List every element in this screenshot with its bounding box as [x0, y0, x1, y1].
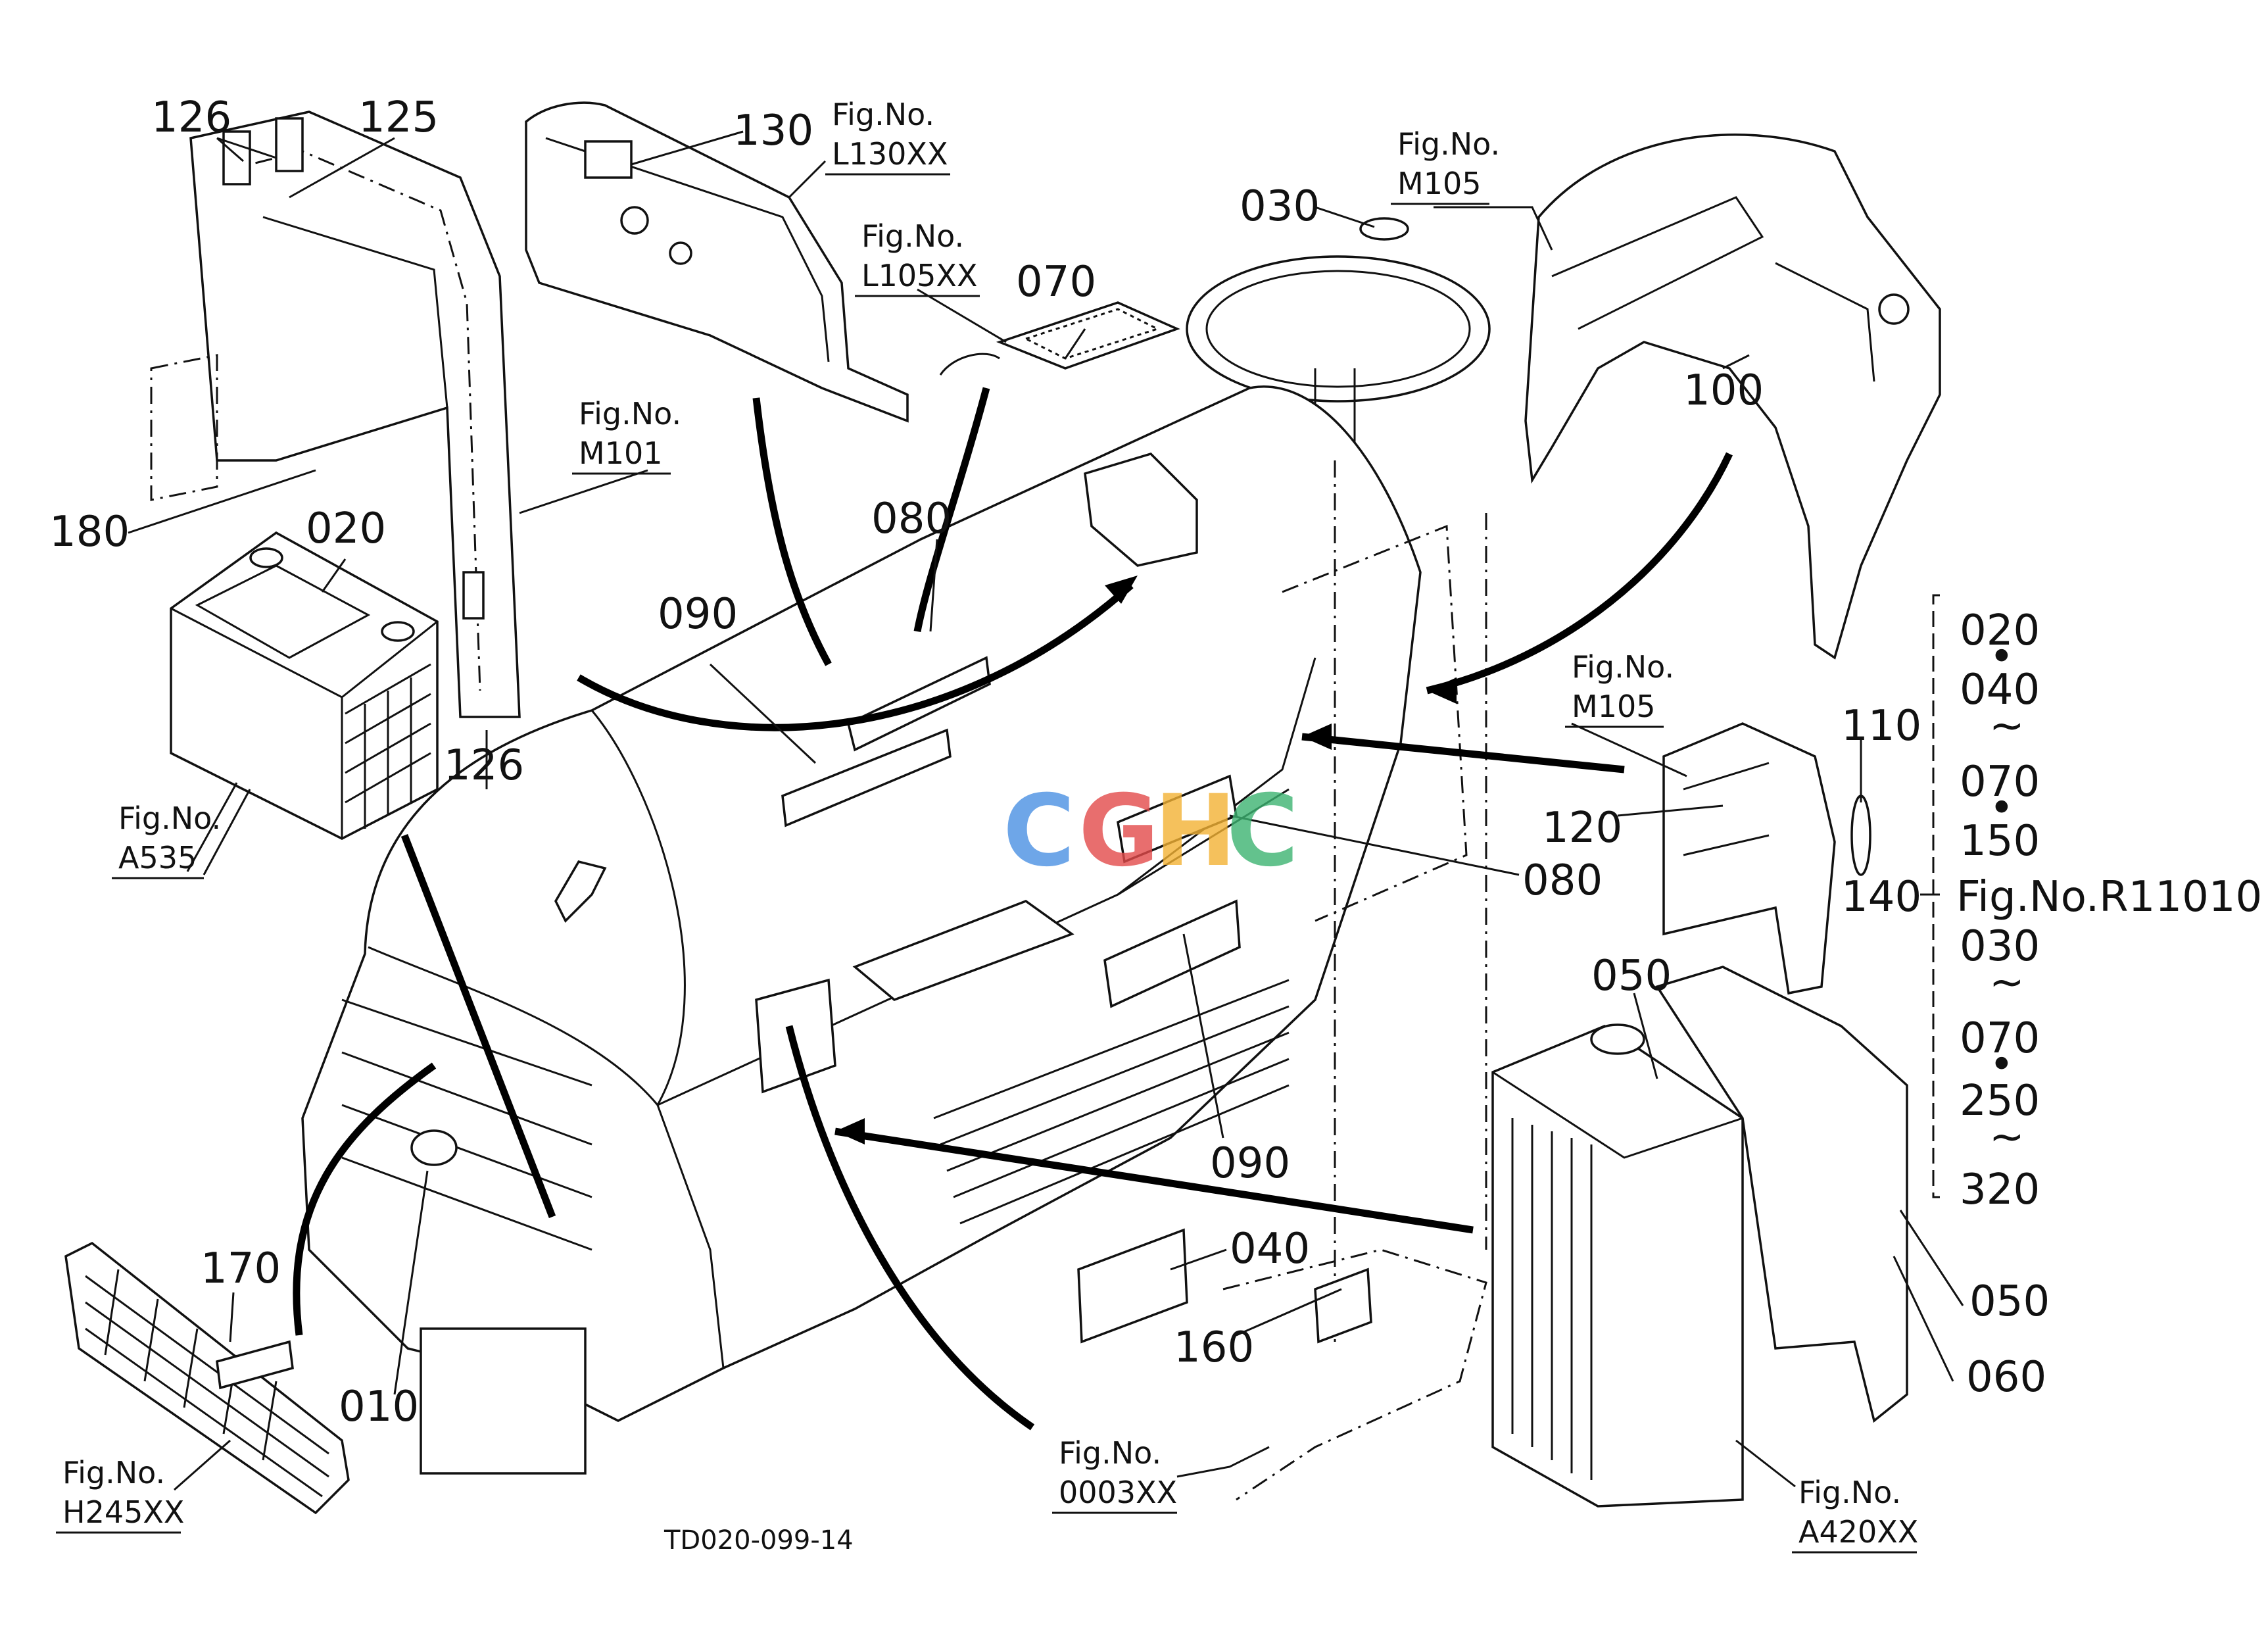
svg-text:L130XX: L130XX [832, 136, 948, 172]
callout-126-lower: 126 [444, 741, 524, 790]
callout-110: 110 [1841, 702, 1921, 750]
callout-126: 126 [151, 93, 231, 142]
rear-frame-panel [150, 111, 521, 718]
serial-row: 040 [1960, 666, 2040, 714]
drawing-code: TD020-099-14 [664, 1525, 854, 1556]
callout-090-top: 090 [658, 590, 738, 639]
dash-cover [1524, 134, 1941, 660]
callout-040: 040 [1230, 1225, 1310, 1273]
hood-body [301, 385, 1422, 1422]
serial-range-table: 020 • 040 ~ 070 • 150 Fig.No.R11010 030 … [1956, 606, 2262, 1214]
watermark-letter: C [1003, 774, 1075, 889]
serial-row: • [1989, 633, 2014, 681]
serial-row: ~ [1989, 1113, 2025, 1162]
callout-090-lower: 090 [1210, 1139, 1290, 1188]
fig-ref-l105xx: Fig.No. L105XX [855, 218, 980, 297]
steering-wheel [1186, 217, 1491, 460]
battery [170, 531, 439, 840]
fig-ref-a535: Fig.No. A535 [112, 800, 221, 879]
fig-ref-a420xx: Fig.No. A420XX [1792, 1475, 1918, 1554]
callout-130: 130 [733, 107, 813, 155]
assembly-arrows [293, 387, 1733, 1431]
oil-cooler [64, 1241, 350, 1515]
fig-ref-l130xx: Fig.No. L130XX [825, 97, 950, 176]
serial-row: ~ [1989, 702, 2025, 750]
svg-text:Fig.No.: Fig.No. [1059, 1435, 1161, 1471]
callout-140: 140 [1841, 873, 1921, 922]
callout-100: 100 [1683, 366, 1764, 415]
serial-ref: Fig.No.R11010 [1956, 873, 2262, 922]
fig-ref-m101: Fig.No. M101 [572, 396, 681, 475]
callout-170: 170 [201, 1244, 281, 1293]
serial-row: 150 [1960, 817, 2040, 866]
serial-row: 030 [1960, 922, 2040, 971]
callout-160: 160 [1174, 1323, 1254, 1372]
svg-text:Fig.No.: Fig.No. [118, 800, 221, 836]
callout-080-right: 080 [1522, 856, 1603, 905]
serial-row: 320 [1960, 1166, 2040, 1214]
svg-text:M105: M105 [1572, 689, 1656, 724]
callout-050-top: 050 [1591, 952, 1672, 1000]
side-panel-120 [1662, 722, 1871, 995]
callout-060: 060 [1966, 1353, 2046, 1402]
watermark-letter: G [1078, 774, 1159, 889]
svg-text:Fig.No.: Fig.No. [1572, 649, 1674, 685]
serial-row: 070 [1960, 1014, 2040, 1063]
callout-125: 125 [358, 93, 439, 142]
fig-ref-m105-top: Fig.No. M105 [1391, 126, 1500, 205]
fig-ref-m105-right: Fig.No. M105 [1565, 649, 1674, 728]
callout-010: 010 [339, 1383, 419, 1431]
serial-row: • [1989, 784, 2014, 833]
svg-text:H245XX: H245XX [62, 1494, 184, 1530]
fig-references: Fig.No. L130XX Fig.No. L105XX Fig.No. M1… [56, 97, 1918, 1554]
svg-text:A420XX: A420XX [1798, 1514, 1918, 1550]
svg-text:Fig.No.: Fig.No. [62, 1455, 165, 1490]
watermark-letter: H [1154, 774, 1237, 889]
serial-row: 070 [1960, 758, 2040, 806]
svg-text:Fig.No.: Fig.No. [832, 97, 934, 132]
callout-030: 030 [1240, 182, 1320, 231]
svg-text:Fig.No.: Fig.No. [1798, 1475, 1901, 1510]
chassis-lower [420, 460, 1487, 1501]
serial-row: ~ [1989, 958, 2025, 1007]
svg-text:Fig.No.: Fig.No. [579, 396, 681, 431]
footplate-070 [939, 301, 1180, 376]
fig-ref-0003xx: Fig.No. 0003XX [1052, 1435, 1177, 1514]
rear-fender-plate [525, 101, 909, 423]
callout-020: 020 [306, 504, 386, 553]
serial-row: • [1989, 1041, 2014, 1089]
callout-180: 180 [49, 508, 130, 556]
svg-text:L105XX: L105XX [861, 258, 977, 293]
serial-row: 020 [1960, 606, 2040, 655]
svg-text:M101: M101 [579, 435, 663, 471]
svg-text:Fig.No.: Fig.No. [1397, 126, 1500, 162]
callout-050-bottom: 050 [1969, 1277, 2050, 1326]
callout-080-top: 080 [871, 495, 952, 543]
callout-070: 070 [1016, 258, 1096, 307]
svg-text:A535: A535 [118, 840, 197, 875]
svg-text:Fig.No.: Fig.No. [861, 218, 964, 254]
watermark: C G H C [1003, 774, 1299, 889]
svg-text:0003XX: 0003XX [1059, 1475, 1177, 1510]
radiator [1491, 966, 1908, 1508]
callout-numbers: 126 125 130 030 100 070 080 180 020 090 … [49, 93, 2050, 1431]
leader-lines [128, 130, 1964, 1491]
watermark-letter: C [1226, 774, 1299, 889]
serial-row: 250 [1960, 1077, 2040, 1125]
svg-text:M105: M105 [1397, 166, 1482, 201]
callout-120: 120 [1542, 804, 1622, 852]
fig-ref-h245xx: Fig.No. H245XX [56, 1455, 184, 1534]
